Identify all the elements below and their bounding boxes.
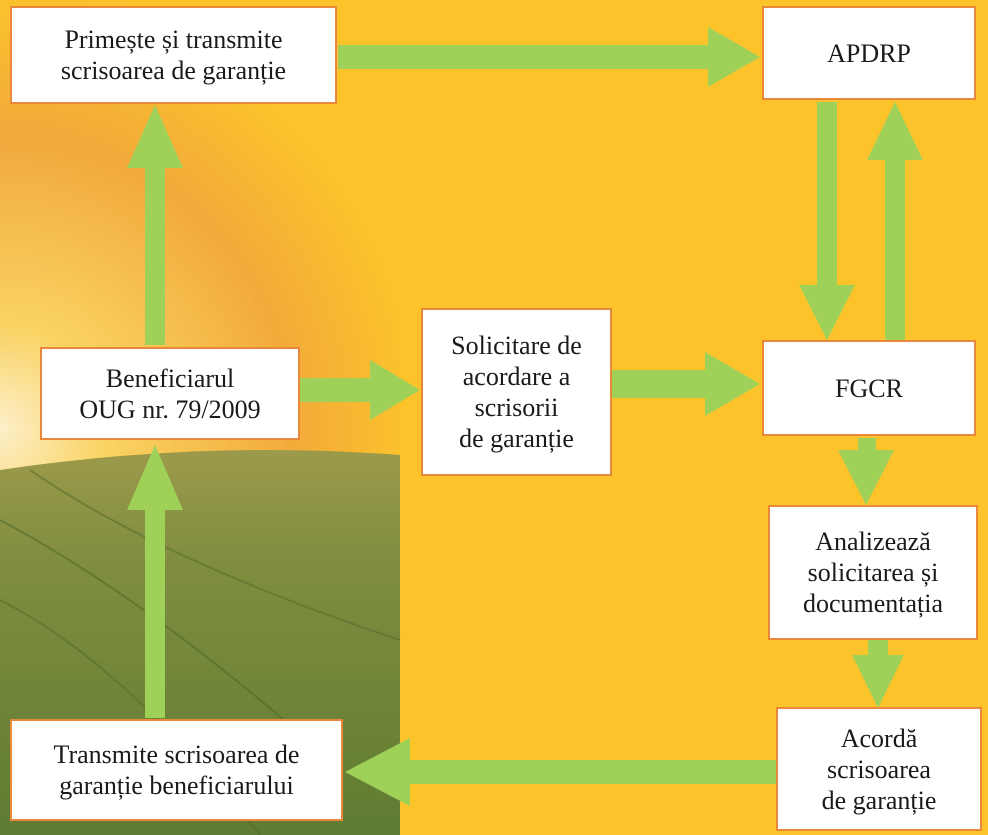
arrow-beneficiar-to-primeste xyxy=(127,105,183,345)
arrow-fgcr-to-analizeaza xyxy=(838,438,894,505)
arrow-beneficiar-to-solicitare xyxy=(300,360,420,420)
node-primeste: Primește și transmite scrisoarea de gara… xyxy=(10,6,337,104)
arrow-solicitare-to-fgcr xyxy=(612,352,760,416)
arrow-transmite-to-beneficiar xyxy=(127,445,183,718)
arrow-acorda-to-transmite xyxy=(345,738,776,806)
node-analizeaza-label: Analizează solicitarea și documentația xyxy=(802,527,944,618)
node-fgcr: FGCR xyxy=(762,340,976,436)
node-fgcr-label: FGCR xyxy=(835,373,903,403)
node-primeste-label: Primește și transmite scrisoarea de gara… xyxy=(60,25,287,85)
node-acorda: Acordă scrisoarea de garanție xyxy=(776,707,982,831)
node-transmite-label: Transmite scrisoarea de garanție benefic… xyxy=(53,740,300,800)
node-solicitare: Solicitare de acordare a scrisorii de ga… xyxy=(421,308,612,476)
arrow-analizeaza-to-acorda xyxy=(852,640,904,708)
arrow-primeste-to-apdrp xyxy=(338,27,760,87)
node-analizeaza: Analizează solicitarea și documentația xyxy=(768,505,978,640)
node-transmite: Transmite scrisoarea de garanție benefic… xyxy=(10,719,343,821)
node-apdrp: APDRP xyxy=(762,6,976,100)
node-beneficiar: Beneficiarul OUG nr. 79/2009 xyxy=(40,347,300,440)
node-solicitare-label: Solicitare de acordare a scrisorii de ga… xyxy=(451,331,582,453)
node-apdrp-label: APDRP xyxy=(827,38,911,68)
node-beneficiar-label: Beneficiarul OUG nr. 79/2009 xyxy=(79,363,261,424)
arrow-fgcr-to-apdrp xyxy=(867,102,923,340)
node-acorda-label: Acordă scrisoarea de garanție xyxy=(821,723,937,815)
arrow-apdrp-to-fgcr xyxy=(799,102,855,340)
